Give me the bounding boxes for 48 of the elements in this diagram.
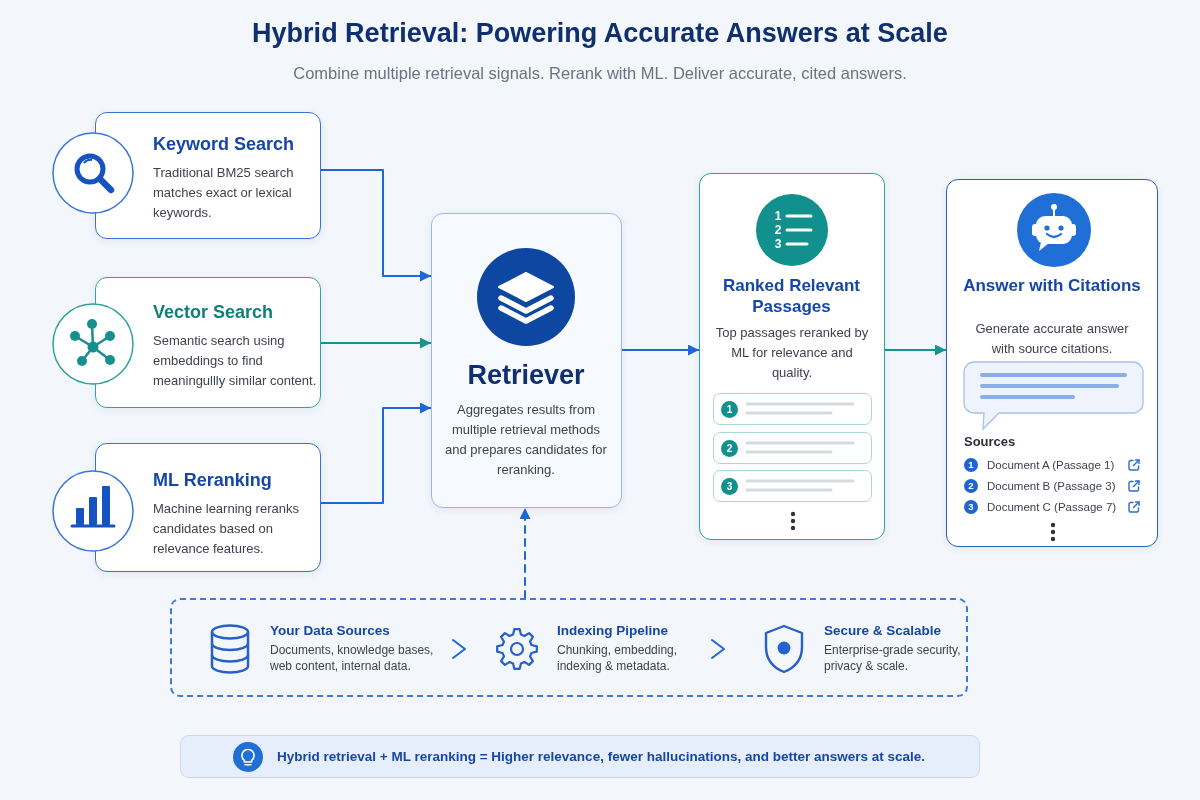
card-title: Answer with Citations — [962, 275, 1142, 296]
rank-badge: 1 — [721, 401, 738, 418]
card-description: Semantic search using embeddings to find meaningullly similar content. — [153, 332, 318, 390]
card-title: Retriever — [466, 359, 586, 391]
card-title: Vector Search — [153, 301, 275, 323]
card-title: ML Reranking — [153, 469, 273, 491]
numbered-list-icon: 1 2 3 — [756, 194, 828, 266]
card-description: Generate accurate answer with source citations. — [974, 320, 1130, 358]
step-description: Documents, knowledge bases, web content, internal data. — [270, 642, 435, 674]
step-title: Secure & Scalable — [824, 622, 943, 639]
rank-badge: 2 — [721, 440, 738, 457]
summary-text: Hybrid retrieval + ML reranking = Higher relevance, fewer hallucinations, and better answers at scale. — [277, 748, 925, 765]
step-title: Indexing Pipeline — [557, 622, 670, 639]
answer-card — [946, 179, 1158, 547]
ranked-passages-card — [699, 173, 885, 540]
retriever-card — [431, 213, 622, 508]
subtitle: Combine multiple retrieval signals. Rerank with ML. Deliver accurate, cited answers. — [292, 63, 908, 84]
step-title: Your Data Sources — [270, 622, 391, 639]
citation-badge: 3 — [964, 500, 978, 514]
section-heading: Sources — [964, 434, 1017, 450]
card-title: Ranked Relevant Passages — [722, 275, 861, 317]
passage-row — [713, 432, 872, 464]
citation-source: Document C (Passage 7) — [987, 500, 1117, 514]
diagram-title: Hybrid Retrieval: Powering Accurate Answers at Scale — [251, 17, 949, 50]
card-description: Machine learning reranks candidates based on relevance features. — [153, 500, 300, 558]
passage-row — [713, 393, 872, 425]
card-description: Traditional BM25 search matches exact or lexical keywords. — [153, 164, 295, 222]
chevron-arrow — [452, 639, 466, 659]
data-pipeline-panel — [170, 598, 968, 697]
card-title: Keyword Search — [153, 133, 296, 155]
passage-row — [713, 470, 872, 502]
arrow — [519, 507, 531, 599]
arrow — [320, 169, 432, 282]
chevron-arrow — [711, 639, 725, 659]
summary-banner — [180, 735, 980, 778]
arrow — [884, 344, 947, 356]
arrow — [621, 344, 700, 356]
citation-badge: 2 — [964, 479, 978, 493]
step-description: Chunking, embedding, indexing & metadata. — [557, 642, 679, 674]
arrow — [320, 402, 432, 504]
arrow — [320, 337, 432, 349]
citation-source: Document B (Passage 3) — [987, 479, 1116, 493]
citation-source: Document A (Passage 1) — [987, 458, 1115, 472]
citation-badge: 1 — [964, 458, 978, 472]
step-description: Enterprise-grade security, privacy & scale. — [824, 642, 962, 674]
rank-badge: 3 — [721, 478, 738, 495]
card-description: Aggregates results from multiple retrieval methods and prepares candidates for reranking. — [444, 401, 608, 479]
card-description: Top passages reranked by ML for relevance and quality. — [714, 324, 870, 382]
